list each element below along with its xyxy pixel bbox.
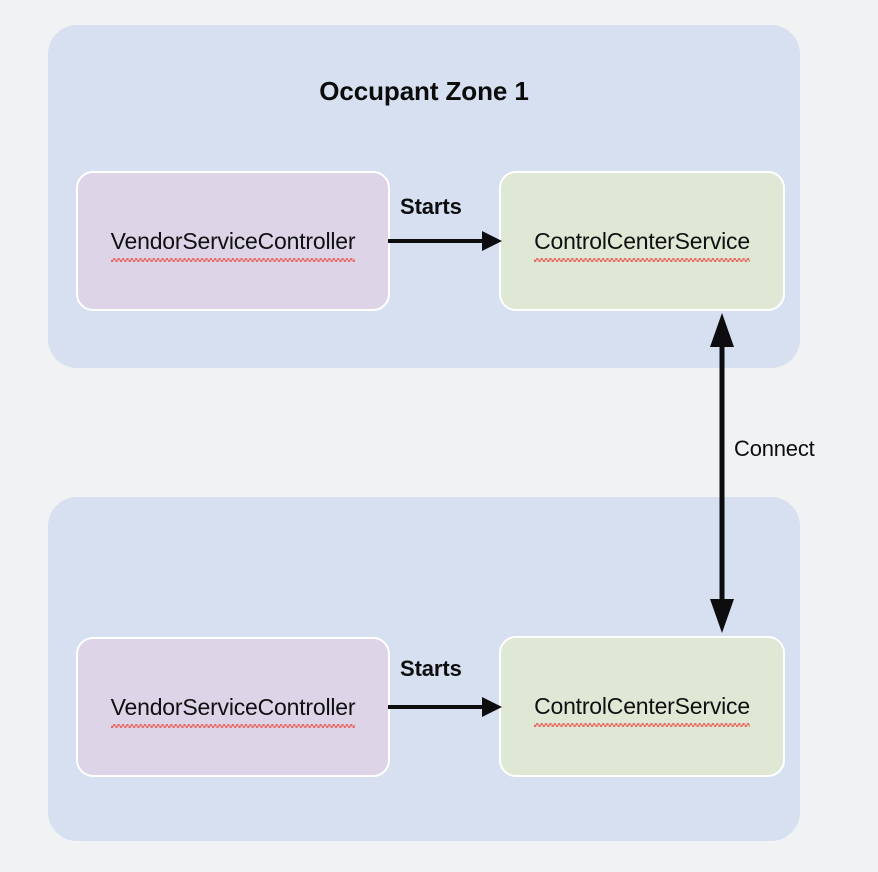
node-control-center-service-2[interactable]: ControlCenterService: [499, 636, 785, 777]
node-vendor-service-controller-1[interactable]: VendorServiceController: [76, 171, 390, 311]
edge-label-starts-1: Starts: [400, 194, 462, 219]
node-label: ControlCenterService: [534, 227, 750, 262]
node-label: ControlCenterService: [534, 693, 750, 727]
node-label: VendorServiceController: [110, 693, 356, 728]
node-label: VendorServiceController: [110, 227, 356, 262]
zone-title-1: Occupant Zone 1: [319, 76, 529, 106]
node-vendor-service-controller-2[interactable]: VendorServiceController: [76, 637, 390, 777]
edge-label-connect: Connect: [734, 436, 815, 461]
node-control-center-service-1[interactable]: ControlCenterService: [499, 171, 785, 311]
edge-label-starts-2: Starts: [400, 656, 462, 681]
